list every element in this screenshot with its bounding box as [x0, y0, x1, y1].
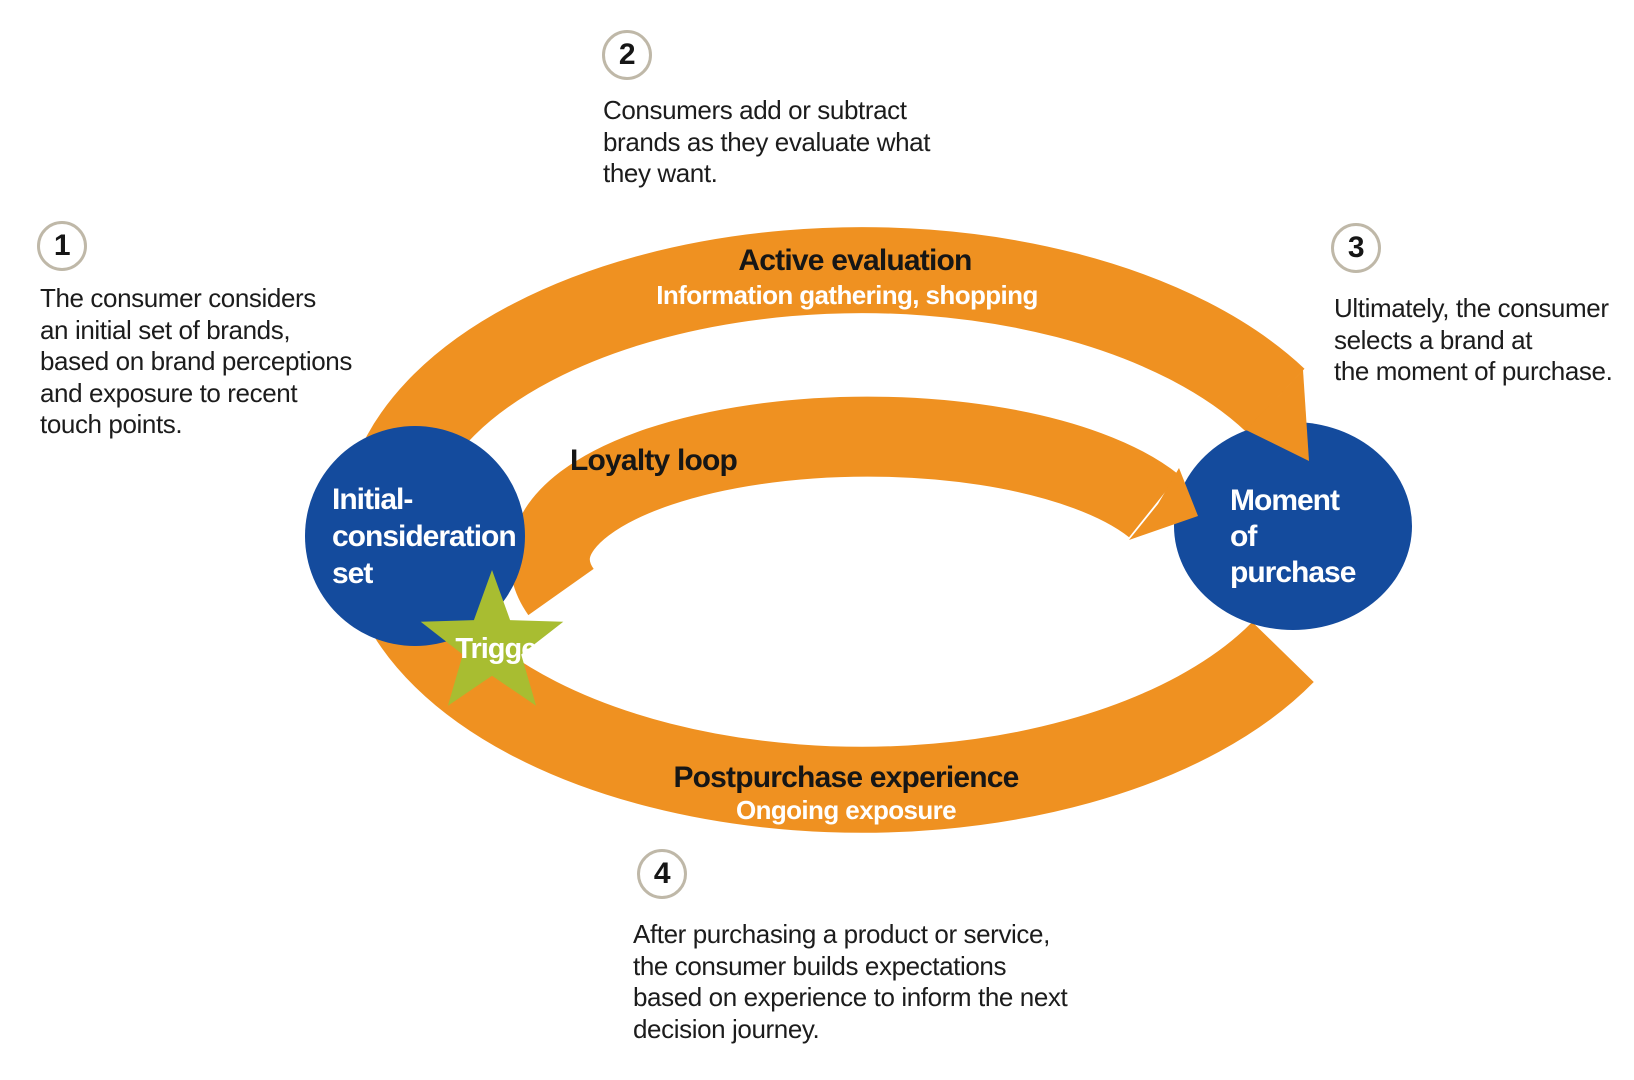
annotation-line: Ultimately, the consumer	[1334, 293, 1609, 323]
active-evaluation-sublabel: Information gathering, shopping	[656, 280, 1037, 310]
annotation-line: touch points.	[40, 409, 183, 439]
annotation-line: The consumer considers	[40, 283, 316, 313]
active-evaluation-label: Active evaluation	[738, 244, 971, 277]
annotation-line: an initial set of brands,	[40, 314, 291, 345]
annotation-line: brands as they evaluate what	[603, 126, 931, 157]
trigger-star	[420, 570, 564, 706]
moment-of-purchase-label-line-1: Moment	[1230, 484, 1340, 517]
step-number-badge-1: 1	[37, 221, 87, 271]
initial-consideration-label-line-3: set	[332, 557, 373, 590]
step-number-badge-4: 4	[637, 849, 687, 899]
annotation-line: the moment of purchase.	[1334, 356, 1613, 386]
annotation-line: decision journey.	[633, 1013, 820, 1044]
step-number-badge-2: 2	[602, 30, 652, 80]
step-number-badge-3: 3	[1331, 223, 1381, 273]
loyalty-loop-label: Loyalty loop	[570, 444, 738, 477]
active-evaluation-arrow-tip	[1246, 370, 1309, 461]
loyalty-loop-arc	[509, 396, 1179, 615]
active-evaluation-arc	[355, 227, 1305, 493]
loyalty-arrowhead	[1129, 468, 1198, 540]
annotation-text-3: Ultimately, the consumer selects a brand…	[1334, 293, 1613, 388]
annotation-text-4: After purchasing a product or service, t…	[633, 919, 1068, 1045]
trigger-label: Trigger	[455, 633, 547, 665]
postpurchase-sublabel: Ongoing exposure	[736, 795, 956, 825]
annotation-line: they want.	[603, 158, 718, 188]
postpurchase-label: Postpurchase experience	[673, 761, 1018, 794]
annotation-text-2: Consumers add or subtract brands as they…	[603, 95, 930, 190]
initial-consideration-label-line-1: Initial-	[332, 483, 412, 516]
annotation-line: and exposure to recent	[40, 377, 298, 408]
annotation-line: Consumers add or subtract	[603, 95, 907, 125]
annotation-line: based on brand perceptions	[40, 346, 352, 376]
moment-of-purchase-circle	[1174, 422, 1412, 630]
moment-of-purchase-label-line-2: of	[1230, 520, 1258, 553]
annotation-text-1: The consumer considers an initial set of…	[40, 283, 352, 441]
annotation-line: based on experience to inform the next	[633, 982, 1068, 1012]
initial-consideration-circle	[305, 426, 525, 646]
annotation-line: After purchasing a product or service,	[633, 919, 1050, 949]
annotation-line: the consumer builds expectations	[633, 950, 1007, 981]
initial-consideration-label-line-2: consideration	[332, 520, 516, 553]
moment-of-purchase-label-line-3: purchase	[1230, 556, 1356, 589]
annotation-line: selects a brand at	[1334, 324, 1533, 355]
